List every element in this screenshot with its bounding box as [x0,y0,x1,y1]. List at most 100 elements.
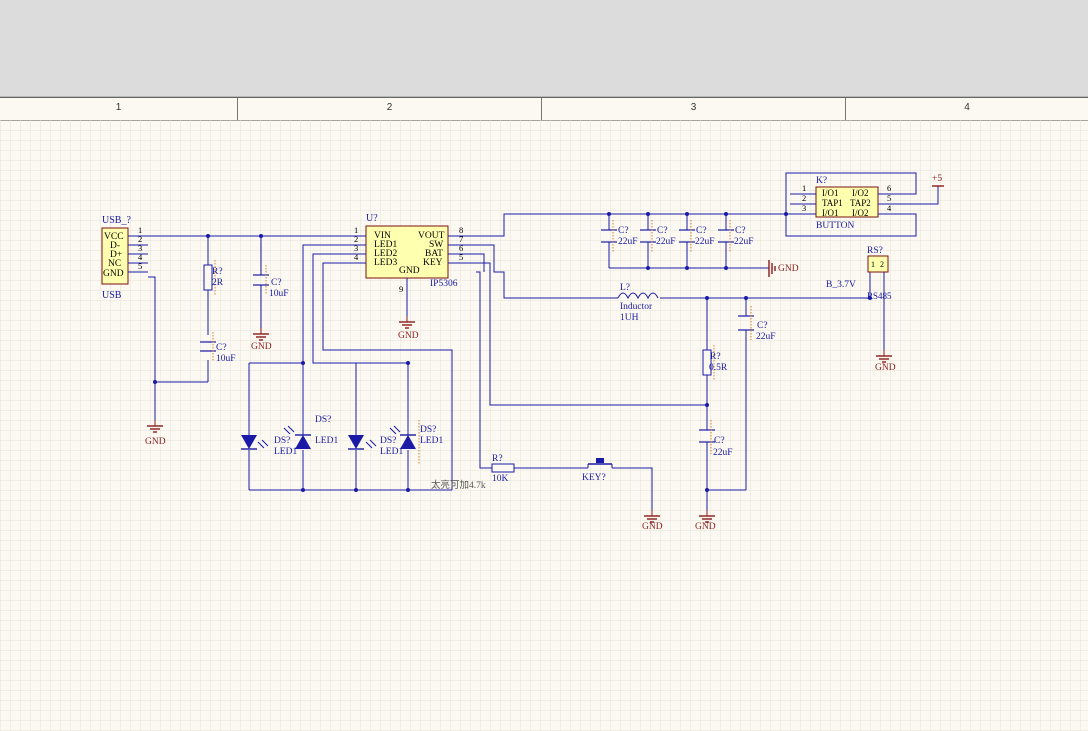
resistor-r-bat[interactable]: R? 0.5R [702,345,728,380]
power-port-5v[interactable]: +5 [932,174,944,187]
gnd-port[interactable]: GND [642,509,663,532]
capacitor-c-out-1[interactable]: C? 22uF [601,220,638,252]
capacitor-c-bat-2[interactable]: C? 22uF [699,420,733,458]
gnd-port[interactable]: GND [398,315,419,341]
capacitor-c-out-3[interactable]: C? 22uF [679,220,715,252]
zone-2: 2 [238,98,542,120]
led-3[interactable]: DS? LED1 [348,435,403,457]
gnd-label: GND [778,264,799,274]
button-comment: BUTTON [816,221,854,231]
capacitor-value: 22uF [618,237,638,247]
usb-pin-label: NC [108,259,121,269]
led-designator: DS? [420,425,436,435]
gnd-port[interactable]: GND [875,349,896,373]
capacitor-c-out-4[interactable]: C? 22uF [718,220,754,252]
battery-comment: RS485 [867,291,892,301]
led-comment: LED1 [315,436,338,446]
capacitor-designator: C? [714,436,725,446]
led-comment: LED1 [420,436,443,446]
usb-pin-label: VCC [104,232,124,242]
usb-comment: USB [102,290,122,301]
schematic-sheet[interactable]: USB_? USB VCC D- D+ NC GND 1 2 3 4 5 U? … [0,120,1088,731]
gnd-label: GND [145,437,166,447]
battery-connector-rs[interactable]: RS? RS485 1 2 B_3.7V [826,246,892,301]
gnd-port[interactable]: GND [251,327,272,352]
resistor-designator: R? [212,267,223,277]
gnd-port[interactable]: GND [695,509,716,532]
annotation-note: 太亮可加4.7k [431,479,486,491]
ic-pin-number: 5 [459,252,463,262]
button-pin-number: 1 [802,183,806,193]
toolbar-area [0,0,1088,97]
output-capacitors: C? 22uF C? 22uF C? 22uF C? 22uF [601,220,754,252]
led-designator: DS? [315,415,331,425]
ic-pin-label: BAT [425,249,443,259]
capacitor-c-out-2[interactable]: C? 22uF [640,220,676,252]
ic-pin-label: LED1 [374,240,397,250]
usb-pin-label: GND [103,269,124,279]
capacitor-value: 22uF [695,237,715,247]
usb-pin-number: 4 [138,252,143,262]
button-pin-number: 4 [887,203,892,213]
ic-pin-number: 7 [459,234,463,244]
usb-pin-label: D+ [110,250,122,260]
ic-pin-number: 3 [354,243,358,253]
zone-label: 4 [964,102,970,113]
inductor-l[interactable]: L? Inductor 1UH [617,283,659,323]
zone-1: 1 [0,98,238,120]
zone-label: 1 [115,102,122,113]
inductor-comment: Inductor [620,302,653,312]
ic-pin-label: SW [429,240,443,250]
gnd-port-horizontal[interactable]: GND [768,260,799,277]
ic-pin-label: GND [399,266,420,276]
capacitor-c-usb[interactable]: C? 10uF [253,265,289,299]
capacitor-c-bat[interactable]: C? 22uF [738,306,776,342]
led-2[interactable]: DS? LED1 [283,415,338,449]
led-comment: LED1 [274,447,297,457]
led-designator: DS? [274,436,290,446]
capacitor-designator: C? [216,343,227,353]
capacitor-value: 22uF [713,448,733,458]
wires [148,172,939,510]
ic-pin-number: 9 [399,284,403,294]
button-pin-label: TAP2 [850,198,871,208]
battery-designator: RS? [867,246,883,256]
usb-designator: USB_? [102,215,131,226]
zone-3: 3 [542,98,846,120]
capacitor-value: 22uF [734,237,754,247]
ic-ip5306[interactable]: U? IP5306 VIN LED1 LED2 LED3 VOUT SW BAT… [346,213,476,316]
ic-designator: U? [366,213,378,224]
button-pin-number: 6 [887,183,891,193]
led-1[interactable]: DS? LED1 [241,435,297,457]
ic-pin-label: LED2 [374,249,397,259]
key-switch[interactable]: KEY? [582,458,613,483]
capacitor-value: 22uF [756,332,776,342]
resistor-r-key[interactable]: R? 10K [491,454,515,484]
ic-pin-label: KEY [423,258,443,268]
gnd-label: GND [642,522,663,532]
gnd-label: GND [875,363,896,373]
battery-pin: 2 [880,260,884,269]
led-4[interactable]: DS? LED1 [389,420,443,465]
led-comment: LED1 [380,447,403,457]
capacitor-c-vin[interactable]: C? 10uF [200,332,236,364]
zone-label: 2 [386,102,393,113]
usb-connector[interactable]: USB_? USB VCC D- D+ NC GND 1 2 3 4 5 [101,215,148,301]
capacitor-value: 22uF [656,237,676,247]
usb-pin-number: 1 [138,225,142,235]
capacitor-designator: C? [657,226,668,236]
resistor-value: 2R [212,278,224,288]
ic-pin-number: 1 [354,225,358,235]
capacitor-designator: C? [735,226,746,236]
capacitor-designator: C? [696,226,707,236]
capacitor-value: 10uF [269,289,289,299]
key-designator: KEY? [582,473,606,483]
ic-pin-label: VIN [374,231,391,241]
gnd-label: GND [251,342,272,352]
button-pin-label: I/O1 [822,208,839,218]
resistor-r-in[interactable]: R? 2R [203,260,224,295]
button-k[interactable]: K? BUTTON I/O1 TAP1 I/O1 I/O2 TAP2 I/O2 … [790,176,898,231]
ic-pin-number: 2 [354,234,358,244]
led-array: DS? LED1 DS? LED1 DS? LED1 DS? LED1 [241,415,443,465]
gnd-port[interactable]: GND [145,419,166,447]
